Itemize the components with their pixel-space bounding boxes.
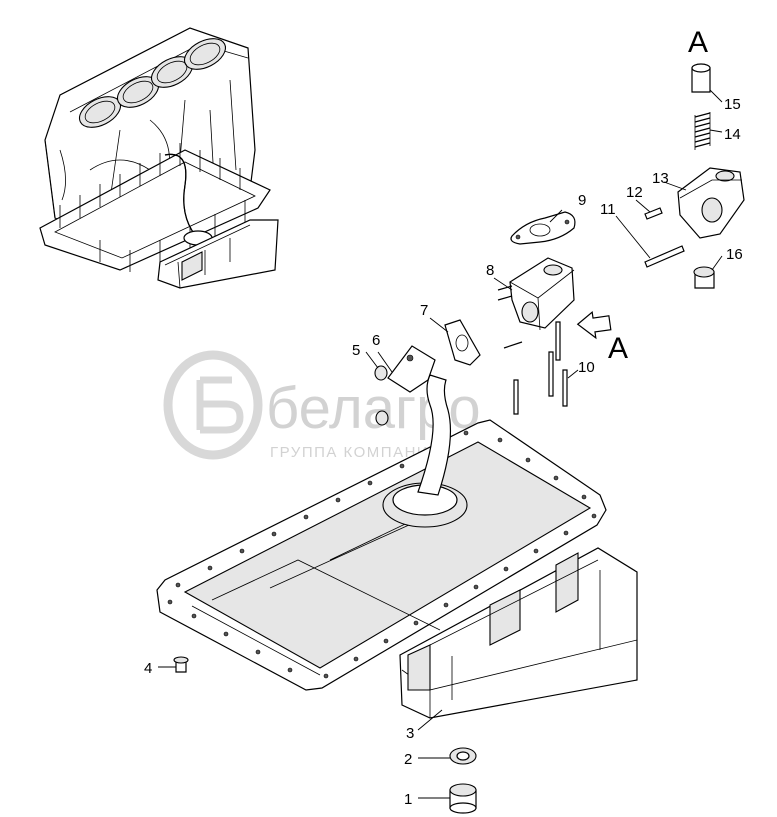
oil-pan xyxy=(156,419,638,719)
callout-9: 9 xyxy=(578,192,586,209)
oil-pickup-tube xyxy=(382,345,468,528)
callout-10: 10 xyxy=(578,359,595,376)
watermark-logo xyxy=(163,350,263,460)
bolt-4 xyxy=(173,656,189,673)
callout-11: 11 xyxy=(600,201,616,218)
callout-8: 8 xyxy=(486,262,494,279)
plunger-15 xyxy=(691,63,711,93)
washer-2 xyxy=(449,747,477,765)
drain-plug-1 xyxy=(449,783,477,814)
callout-7: 7 xyxy=(420,302,428,319)
pump-housing-8 xyxy=(497,257,575,331)
view-label-arrow: A xyxy=(608,332,628,365)
callout-4: 4 xyxy=(144,660,152,677)
valve-body-13 xyxy=(677,167,745,239)
pin-12 xyxy=(644,207,663,220)
leader-lines xyxy=(158,89,723,799)
callout-6: 6 xyxy=(372,332,380,349)
callout-labels: 1 2 3 4 5 6 7 8 9 10 11 12 13 14 15 16 xyxy=(144,96,743,808)
watermark-subtitle: ГРУППА КОМПАНИЙ xyxy=(270,443,441,461)
gasket-7 xyxy=(444,319,481,366)
nut-5a xyxy=(374,365,388,381)
callout-15: 15 xyxy=(724,96,741,113)
callout-2: 2 xyxy=(404,751,412,768)
block-studs xyxy=(59,143,246,272)
callout-13: 13 xyxy=(652,170,669,187)
nut-5b xyxy=(375,410,389,426)
callout-12: 12 xyxy=(626,184,643,201)
callout-3: 3 xyxy=(406,725,414,742)
callout-5: 5 xyxy=(352,342,360,359)
view-label-detail: A xyxy=(688,26,708,59)
callout-14: 14 xyxy=(724,126,741,143)
pin-11 xyxy=(644,245,685,268)
bolts-10 xyxy=(503,321,568,415)
flange-bolt-holes xyxy=(167,430,597,679)
gasket-9 xyxy=(510,211,576,245)
callout-1: 1 xyxy=(404,791,412,808)
spring-14 xyxy=(694,112,711,150)
callout-16: 16 xyxy=(726,246,743,263)
view-a-arrow xyxy=(576,310,612,340)
engine-block-overview xyxy=(39,27,279,289)
plug-16 xyxy=(693,266,715,289)
